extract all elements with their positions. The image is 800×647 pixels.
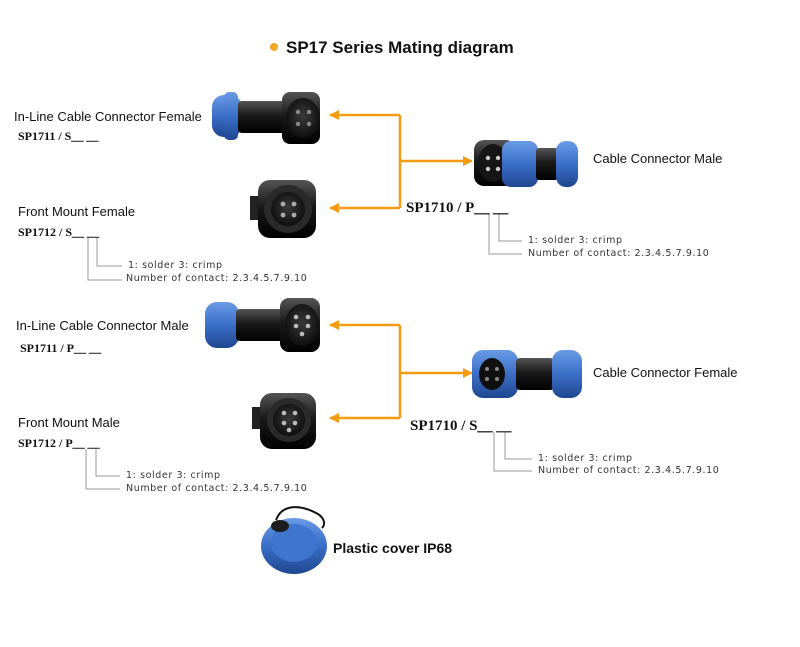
note-g2-right-wiring: 1: solder 3: crimp — [538, 453, 633, 464]
label-front-mount-male-a: Front Mount — [18, 415, 89, 430]
page-title: SP17 Series Mating diagram — [270, 38, 514, 58]
label-cable-female: Cable Connector Female — [593, 365, 738, 380]
label-inline-female: In-Line Cable Connector Female — [14, 109, 202, 124]
bracket-g1-left-outer — [87, 237, 122, 281]
bracket-g2-right-inner — [504, 432, 532, 460]
label-front-mount-male: Front Mount Male — [18, 415, 120, 430]
cable-male-connector-image — [474, 140, 578, 187]
label-front-mount-female-a: Front Mount — [18, 204, 89, 219]
code-inline-female: SP1711 / S＿ ＿ — [18, 129, 99, 143]
code-cable-male: SP1710 / P＿ ＿ — [406, 200, 509, 216]
group1-connection-lines — [329, 110, 473, 213]
inline-male-connector-image — [205, 298, 320, 352]
bracket-g1-left-inner — [96, 237, 122, 267]
label-plastic-cover: Plastic cover IP68 — [333, 540, 453, 556]
group2-connection-lines — [329, 320, 473, 423]
front-mount-female-image — [250, 180, 316, 238]
bracket-g1-right-inner — [498, 213, 522, 242]
note-brackets — [85, 213, 532, 490]
bracket-g1-right-outer — [488, 213, 522, 255]
note-g2-left-wiring: 1: solder 3: crimp — [126, 470, 221, 481]
code-cable-female: SP1710 / S＿ ＿ — [410, 418, 512, 434]
note-g1-left-wiring: 1: solder 3: crimp — [128, 260, 223, 271]
label-inline-male: In-Line Cable Connector Male — [16, 318, 189, 333]
code-front-mount-female: SP1712 / S＿ ＿ — [18, 225, 100, 239]
plastic-cover-image — [261, 506, 327, 574]
bracket-g2-right-outer — [493, 432, 532, 472]
note-g2-right-contacts: Number of contact: 2.3.4.5.7.9.10 — [538, 465, 720, 476]
code-front-mount-male: SP1712 / P＿ ＿ — [18, 436, 100, 450]
note-g1-left-contacts: Number of contact: 2.3.4.5.7.9.10 — [126, 273, 308, 284]
label-front-mount-female-b: Female — [91, 204, 136, 219]
note-g1-right-contacts: Number of contact: 2.3.4.5.7.9.10 — [528, 248, 710, 259]
title-bullet-icon — [270, 42, 278, 51]
page-title-text: SP17 Series Mating diagram — [286, 38, 514, 57]
label-cable-male: Cable Connector Male — [593, 151, 723, 166]
bracket-g2-left-inner — [95, 449, 120, 477]
label-front-mount-male-b: Male — [91, 415, 120, 430]
label-front-mount-female: Front Mount Female — [18, 204, 135, 219]
cable-female-connector-image — [472, 350, 582, 398]
inline-female-connector-image — [212, 92, 320, 144]
note-g1-right-wiring: 1: solder 3: crimp — [528, 235, 623, 246]
bracket-g2-left-outer — [85, 449, 120, 490]
front-mount-male-image — [252, 393, 316, 449]
code-inline-male: SP1711 / P＿ ＿ — [20, 341, 102, 355]
note-g2-left-contacts: Number of contact: 2.3.4.5.7.9.10 — [126, 483, 308, 494]
